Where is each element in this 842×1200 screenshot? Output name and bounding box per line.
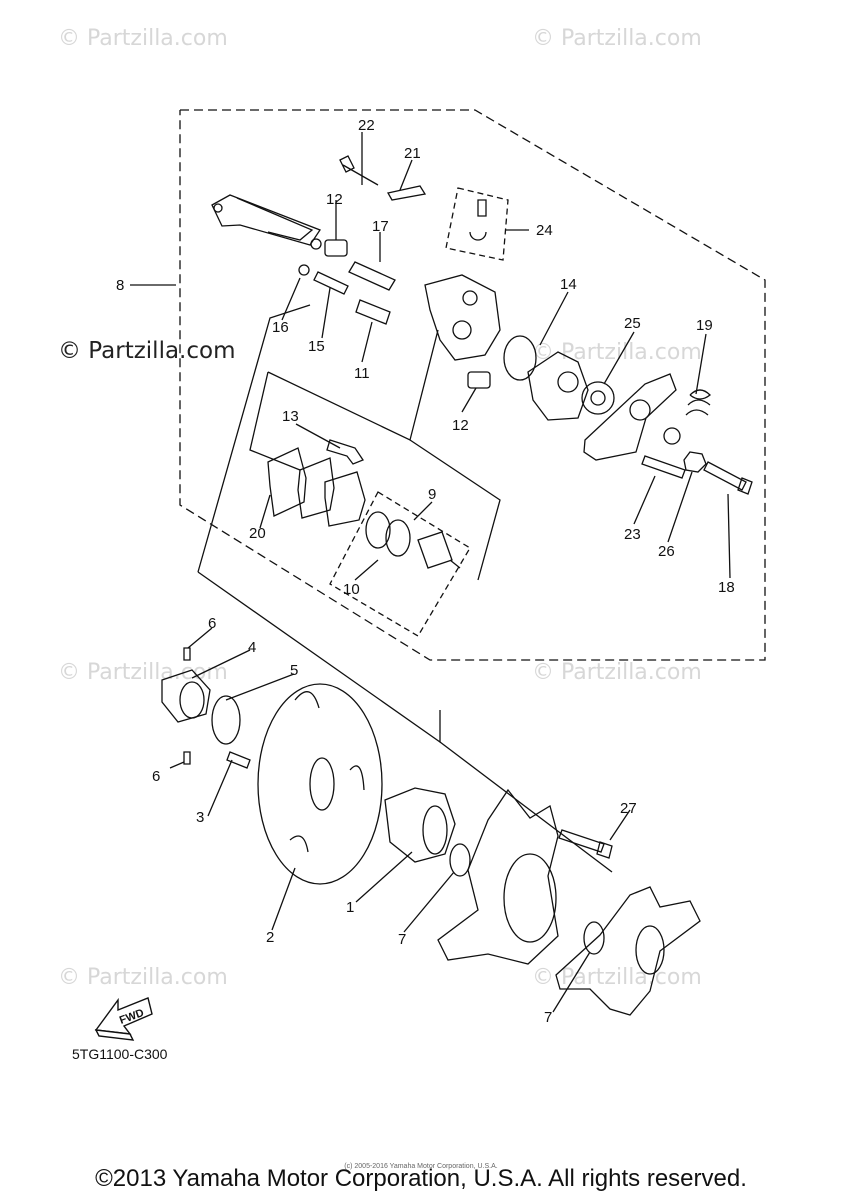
part-number: 12: [452, 417, 469, 434]
pin-17: [348, 261, 396, 291]
o-ring-7b: [583, 921, 605, 955]
part-number: 18: [718, 579, 735, 596]
sleeve-11: [355, 299, 391, 325]
part-number: 23: [624, 526, 641, 543]
lock-nut-4: [161, 669, 211, 723]
set-screw-6b: [183, 751, 191, 765]
part-number-labels: 22 21 24 12 17 8 16 15 11 14 25 19 12 13…: [116, 117, 735, 1026]
part-number: 1: [346, 899, 354, 916]
bolt-22: [339, 155, 379, 186]
watermark: © Partzilla.com: [532, 660, 702, 685]
bolt-18: [703, 461, 753, 495]
hub-1: [384, 787, 456, 863]
spring-19: [685, 389, 711, 416]
copyright-notice: ©2013 Yamaha Motor Corporation, U.S.A. A…: [95, 1165, 747, 1192]
bleed-screw-group-boundary: [445, 187, 509, 261]
leader-line: [439, 741, 613, 873]
part-number: 16: [272, 319, 289, 336]
part-number: 15: [308, 338, 325, 355]
part-number: 6: [208, 615, 216, 632]
piston-seal-group-boundary: [329, 491, 471, 637]
part-number: 8: [116, 277, 124, 294]
boot-12: [324, 239, 348, 257]
bearing-25: [581, 381, 615, 415]
bracket-plate: [583, 373, 677, 461]
part-number: 13: [282, 408, 299, 425]
part-number: 6: [152, 768, 160, 785]
housing: [527, 351, 589, 421]
part-number: 17: [372, 218, 389, 235]
part-number: 5: [290, 662, 298, 679]
hub-flange: [555, 886, 701, 1016]
nut-26: [683, 451, 707, 473]
washer-16: [298, 264, 310, 276]
part-number: 21: [404, 145, 421, 162]
part-number: 25: [624, 315, 641, 332]
part-number: 22: [358, 117, 375, 134]
boot-12b: [467, 371, 491, 389]
part-number: 12: [326, 191, 343, 208]
leader-line: [197, 304, 311, 573]
leader-line: [249, 371, 301, 471]
part-number: 7: [398, 931, 406, 948]
set-screw-6a: [183, 647, 191, 661]
knuckle: [437, 788, 559, 965]
part-number: 3: [196, 809, 204, 826]
watermark: © Partzilla.com: [532, 965, 702, 990]
seal-ring-b: [385, 519, 411, 557]
part-number: 19: [696, 317, 713, 334]
bleed-screw: [469, 199, 487, 241]
watermark: © Partzilla.com: [58, 965, 228, 990]
brake-pad-a: [267, 447, 307, 517]
bolt-23: [641, 455, 686, 479]
part-number: 11: [354, 365, 370, 382]
small-copyright: (c) 2005-2016 Yamaha Motor Corporation, …: [344, 1163, 498, 1170]
bolt-27: [558, 829, 613, 859]
watermark: © Partzilla.com: [58, 26, 228, 51]
watermark: © Partzilla.com: [58, 338, 236, 364]
leader-line: [236, 197, 314, 241]
brake-pad-b: [297, 457, 335, 519]
clip-21: [386, 185, 427, 201]
fwd-arrow-icon: [94, 997, 153, 1041]
caliper-assembly-boundary: [179, 109, 766, 661]
brake-disc-2: [257, 683, 383, 885]
part-number: 20: [249, 525, 266, 542]
part-number: 10: [343, 581, 360, 598]
part-number: 7: [544, 1009, 552, 1026]
part-number: 14: [560, 276, 577, 293]
part-number: 4: [248, 639, 256, 656]
part-number: 27: [620, 800, 637, 817]
part-number: 9: [428, 486, 436, 503]
caliper-bracket: [211, 194, 321, 246]
pad-spring-13: [326, 439, 364, 465]
part-leaders: [130, 132, 731, 1013]
seal-5: [211, 695, 241, 745]
watermark: © Partzilla.com: [532, 26, 702, 51]
part-number: 2: [266, 929, 274, 946]
pin-15: [313, 271, 349, 295]
piston: [417, 531, 461, 569]
part-number: 24: [536, 222, 553, 239]
gasket-14: [503, 335, 537, 381]
seal-ring-a: [365, 511, 391, 549]
diagram-code: 5TG1100-C300: [72, 1046, 168, 1062]
o-ring-7a: [449, 843, 471, 877]
leader-line: [409, 439, 501, 581]
part-number: 26: [658, 543, 675, 560]
brake-pad-c: [324, 471, 366, 527]
caliper-body: [424, 274, 501, 361]
bolt-3: [226, 751, 251, 769]
watermark: © Partzilla.com: [58, 660, 228, 685]
